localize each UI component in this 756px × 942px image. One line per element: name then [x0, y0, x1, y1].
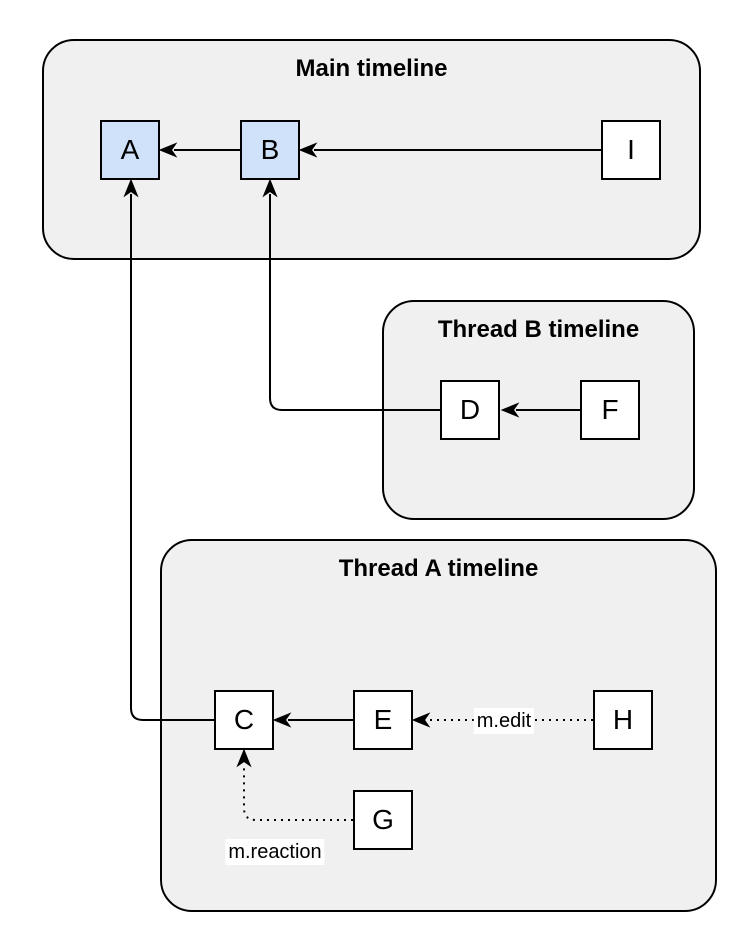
thread-a-timeline-title: Thread A timeline [338, 555, 539, 582]
container-thread-b-timeline: Thread B timeline [382, 300, 695, 520]
node-e-label: E [373, 704, 393, 735]
node-f: F [580, 380, 640, 440]
edge-label-m-edit: m.edit [473, 708, 535, 734]
node-a-label: A [120, 134, 140, 165]
node-f-label: F [601, 394, 619, 425]
node-a: A [100, 120, 160, 180]
node-i-label: I [627, 134, 635, 165]
edge-label-m-reaction: m.reaction [225, 839, 325, 865]
node-d-label: D [459, 394, 481, 425]
node-c: C [214, 690, 274, 750]
node-i: I [601, 120, 661, 180]
node-g-label: G [372, 804, 394, 835]
node-b-label: B [260, 134, 280, 165]
main-timeline-title: Main timeline [295, 55, 448, 82]
node-h: H [593, 690, 653, 750]
node-c-label: C [233, 704, 255, 735]
node-b: B [240, 120, 300, 180]
thread-b-timeline-title: Thread B timeline [437, 316, 640, 343]
node-e: E [353, 690, 413, 750]
node-h-label: H [612, 704, 634, 735]
node-g: G [353, 790, 413, 850]
node-d: D [440, 380, 500, 440]
